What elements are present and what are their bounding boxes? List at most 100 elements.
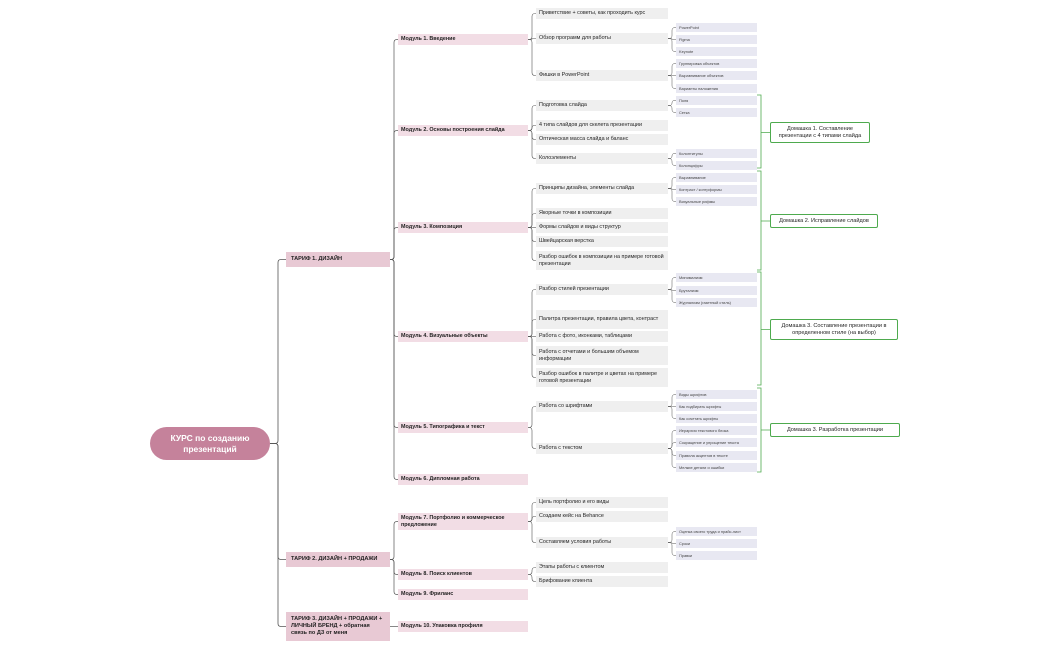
topic-node[interactable]: Создаем кейс на Behance bbox=[536, 511, 668, 522]
topic-node[interactable]: Этапы работы с клиентом bbox=[536, 562, 668, 573]
module-node[interactable]: Модуль 1. Введение bbox=[398, 34, 528, 45]
subtopic-node[interactable]: Брутализм bbox=[676, 286, 757, 295]
tariff-node[interactable]: ТАРИФ 2. ДИЗАЙН + ПРОДАЖИ bbox=[286, 552, 390, 567]
connector-line bbox=[668, 153, 676, 159]
subtopic-node[interactable]: Колонцифры bbox=[676, 161, 757, 170]
connector-line bbox=[528, 567, 536, 575]
connector-line bbox=[668, 105, 676, 113]
module-node[interactable]: Модуль 3. Композиция bbox=[398, 222, 528, 233]
connector-line bbox=[528, 574, 536, 582]
tariff-node[interactable]: ТАРИФ 3. ДИЗАЙН + ПРОДАЖИ + ЛИЧНЫЙ БРЕНД… bbox=[286, 612, 390, 641]
topic-node[interactable]: Работа с отчетами и большим объемом инфо… bbox=[536, 346, 668, 365]
homework-node[interactable]: Домашка 3. Разработка презентации bbox=[770, 423, 900, 437]
subtopic-node[interactable]: Поля bbox=[676, 96, 757, 105]
topic-node[interactable]: Подготовка слайда bbox=[536, 100, 668, 111]
topic-node[interactable]: Работа с текстом bbox=[536, 443, 668, 454]
module-node[interactable]: Модуль 9. Фриланс bbox=[398, 589, 528, 600]
connector-line bbox=[668, 188, 676, 202]
module-node[interactable]: Модуль 4. Визуальные объекты bbox=[398, 331, 528, 342]
module-node[interactable]: Модуль 6. Дипломная работа bbox=[398, 474, 528, 485]
connector-line bbox=[668, 75, 676, 89]
subtopic-node[interactable]: Группировка объектов bbox=[676, 59, 757, 68]
subtopic-node[interactable]: Сокращение и упрощение текста bbox=[676, 438, 757, 447]
subtopic-node[interactable]: Визуальные рифмы bbox=[676, 197, 757, 206]
topic-node[interactable]: 4 типа слайдов для скелета презентации bbox=[536, 120, 668, 131]
topic-node[interactable]: Разбор ошибок в композиции на примере го… bbox=[536, 251, 668, 270]
topic-node[interactable]: Разбор стилей презентации bbox=[536, 284, 668, 295]
subtopic-node[interactable]: Как подбирать шрифты bbox=[676, 402, 757, 411]
connector-line bbox=[528, 227, 536, 261]
connector-line bbox=[528, 39, 536, 76]
topic-node[interactable]: Обзор программ для работы bbox=[536, 33, 668, 44]
topic-node[interactable]: Принципы дизайна, элементы слайда bbox=[536, 183, 668, 194]
homework-bracket bbox=[757, 387, 770, 473]
topic-node[interactable]: Колоэлементы bbox=[536, 153, 668, 164]
connector-line bbox=[528, 427, 536, 449]
module-node[interactable]: Модуль 10. Упаковка профиля bbox=[398, 621, 528, 632]
connector-line bbox=[668, 289, 676, 303]
connector-line bbox=[668, 289, 676, 291]
subtopic-node[interactable]: PowerPoint bbox=[676, 23, 757, 32]
module-node[interactable]: Модуль 5. Типографика и текст bbox=[398, 422, 528, 433]
topic-node[interactable]: Якорные точки в композиции bbox=[536, 208, 668, 219]
homework-node[interactable]: Домашка 1. Составление презентации с 4 т… bbox=[770, 122, 870, 143]
connector-line bbox=[668, 448, 676, 468]
subtopic-node[interactable]: Как сочетать шрифты bbox=[676, 414, 757, 423]
subtopic-node[interactable]: Колонтитулы bbox=[676, 149, 757, 158]
subtopic-node[interactable]: Сроки bbox=[676, 539, 757, 548]
topic-node[interactable]: Разбор ошибок в палитре и цветах на прим… bbox=[536, 368, 668, 387]
subtopic-node[interactable]: Минимализм bbox=[676, 273, 757, 282]
connector-line bbox=[528, 521, 536, 543]
connector-line bbox=[668, 542, 676, 544]
homework-bracket bbox=[757, 170, 770, 271]
connector-line bbox=[390, 559, 398, 595]
module-node[interactable]: Модуль 7. Портфолио и коммерческое предл… bbox=[398, 513, 528, 530]
connector-line bbox=[270, 443, 286, 627]
subtopic-node[interactable]: Правила акцентов в тексте bbox=[676, 451, 757, 460]
connector-line bbox=[668, 406, 676, 419]
subtopic-node[interactable]: Варианты наложения bbox=[676, 84, 757, 93]
connector-line bbox=[390, 259, 398, 480]
connector-line bbox=[668, 188, 676, 190]
homework-node[interactable]: Домашка 3. Составление презентации в опр… bbox=[770, 319, 898, 340]
subtopic-node[interactable]: Выравнивание bbox=[676, 173, 757, 182]
topic-node[interactable]: Цель портфолио и его виды bbox=[536, 497, 668, 508]
topic-node[interactable]: Фишки в PowerPoint bbox=[536, 70, 668, 81]
topic-node[interactable]: Оптическая масса слайда и баланс bbox=[536, 134, 668, 145]
subtopic-node[interactable]: Правки bbox=[676, 551, 757, 560]
topic-node[interactable]: Работа с фото, иконками, таблицами bbox=[536, 331, 668, 342]
subtopic-node[interactable]: Иерархия текстового блока bbox=[676, 426, 757, 435]
module-node[interactable]: Модуль 8. Поиск клиентов bbox=[398, 569, 528, 580]
subtopic-node[interactable]: Журнализм (газетный стиль) bbox=[676, 298, 757, 307]
connector-line bbox=[528, 406, 536, 428]
topic-node[interactable]: Работа со шрифтами bbox=[536, 401, 668, 412]
connector-line bbox=[528, 336, 536, 378]
homework-bracket bbox=[757, 271, 770, 386]
connector-line bbox=[668, 542, 676, 556]
subtopic-node[interactable]: Сетка bbox=[676, 108, 757, 117]
topic-node[interactable]: Швейцарская верстка bbox=[536, 236, 668, 247]
connector-line bbox=[528, 38, 536, 40]
subtopic-node[interactable]: Выравнивание объектов bbox=[676, 71, 757, 80]
root-node[interactable]: КУРС по созданию презентаций bbox=[150, 427, 270, 460]
module-node[interactable]: Модуль 2. Основы построения слайда bbox=[398, 125, 528, 136]
topic-node[interactable]: Палитра презентации, правила цвета, конт… bbox=[536, 310, 668, 329]
tariff-node[interactable]: ТАРИФ 1. ДИЗАЙН bbox=[286, 252, 390, 267]
subtopic-node[interactable]: Мелкие детали и ошибки bbox=[676, 463, 757, 472]
topic-node[interactable]: Брифование клиента bbox=[536, 576, 668, 587]
connector-line bbox=[528, 516, 536, 522]
subtopic-node[interactable]: Виды шрифтов bbox=[676, 390, 757, 399]
subtopic-node[interactable]: Keynote bbox=[676, 47, 757, 56]
subtopic-node[interactable]: Контраст / контрформы bbox=[676, 185, 757, 194]
subtopic-node[interactable]: Figma bbox=[676, 35, 757, 44]
topic-node[interactable]: Приветствие + советы, как проходить курс bbox=[536, 8, 668, 19]
connector-line bbox=[528, 130, 536, 159]
topic-node[interactable]: Формы слайдов и виды структур bbox=[536, 222, 668, 233]
topic-node[interactable]: Составляем условия работы bbox=[536, 537, 668, 548]
homework-bracket bbox=[757, 94, 770, 169]
homework-node[interactable]: Домашка 2. Исправление слайдов bbox=[770, 214, 878, 228]
subtopic-node[interactable]: Оценка своего труда и прайс-лист bbox=[676, 527, 757, 536]
connector-line bbox=[668, 442, 676, 449]
